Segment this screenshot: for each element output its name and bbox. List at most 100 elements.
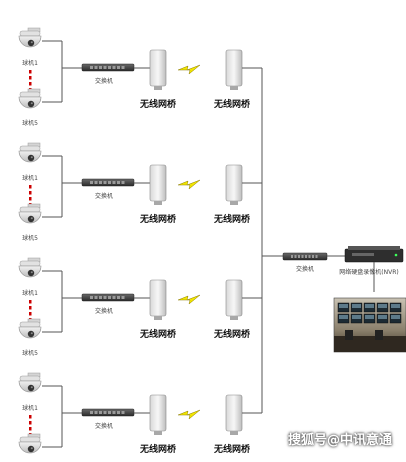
bridge-base xyxy=(154,431,162,435)
switch-port xyxy=(112,296,116,299)
link-dot xyxy=(29,70,32,74)
bridge-right-icon xyxy=(225,49,243,90)
bridge-base xyxy=(230,431,238,435)
group-3: 球机1球机5交换机无线网桥无线网桥 xyxy=(18,257,262,357)
switch-port xyxy=(315,255,318,258)
bridge-base xyxy=(230,201,238,205)
core-switch-icon xyxy=(282,252,328,261)
camera-housing xyxy=(19,30,41,37)
bridge-left-icon xyxy=(149,394,167,435)
switch-port xyxy=(117,411,120,414)
switch-label: 交换机 xyxy=(95,422,113,430)
bridge-left-icon xyxy=(149,49,167,90)
camera-lens-glint xyxy=(30,386,33,389)
room-operator xyxy=(375,330,383,340)
camera-bottom-icon xyxy=(18,433,42,454)
link-dot xyxy=(29,197,32,201)
switch-port xyxy=(94,66,98,69)
link-dot xyxy=(29,191,32,195)
bridge-left-label: 无线网桥 xyxy=(139,328,177,340)
switch-port xyxy=(291,255,293,258)
switch-icon xyxy=(81,293,135,302)
nvr-label: 网络硬盘录像机(NVR) xyxy=(339,268,398,276)
switch-port xyxy=(117,181,120,184)
switch-port xyxy=(117,296,120,299)
core-switch-label: 交换机 xyxy=(296,265,314,273)
camera-housing xyxy=(19,375,41,382)
camera-top-label: 球机1 xyxy=(22,174,38,182)
camera-top-icon xyxy=(18,372,42,393)
camera-lens xyxy=(27,330,35,338)
camera-lens xyxy=(27,269,35,277)
bridge-panel xyxy=(225,164,243,202)
switch-port xyxy=(94,411,98,414)
camera-housing xyxy=(19,260,41,267)
camera-lens xyxy=(27,384,35,392)
switch-port xyxy=(108,411,111,414)
link-dot xyxy=(29,82,32,86)
link-dot xyxy=(29,300,32,304)
group-2: 球机1球机5交换机无线网桥无线网桥 xyxy=(18,142,262,242)
bridge-panel xyxy=(225,279,243,317)
camera-bottom-label: 球机5 xyxy=(22,349,38,357)
camera-lens xyxy=(27,39,35,47)
switch-icon xyxy=(81,63,135,72)
camera-top-icon xyxy=(18,27,42,48)
camera-lens xyxy=(27,100,35,108)
switch-port xyxy=(94,296,98,299)
switch-port xyxy=(305,255,307,258)
camera-top-label: 球机1 xyxy=(22,59,38,67)
room-monitor-feed xyxy=(378,315,387,319)
bridge-right-label: 无线网桥 xyxy=(213,443,251,455)
bridge-base xyxy=(230,316,238,320)
camera-bottom-label: 球机5 xyxy=(22,119,38,127)
room-monitor-feed xyxy=(365,304,374,308)
link-dot xyxy=(29,421,32,425)
bridge-base xyxy=(154,201,162,205)
bridge-left-icon xyxy=(149,279,167,320)
room-desk xyxy=(334,336,406,352)
monitoring-room-image xyxy=(333,297,406,353)
camera-bottom-icon xyxy=(18,88,42,109)
switch-port xyxy=(99,296,102,299)
switch-port xyxy=(308,255,311,258)
bridge-panel xyxy=(149,394,167,432)
bridge-panel xyxy=(149,164,167,202)
switch-port xyxy=(99,181,102,184)
camera-bottom-label: 球机5 xyxy=(22,234,38,242)
camera-lens-glint xyxy=(30,332,33,335)
switch-icon xyxy=(81,178,135,187)
camera-lens-glint xyxy=(30,102,33,105)
switch-port xyxy=(112,66,116,69)
camera-top-icon xyxy=(18,142,42,163)
link-dot xyxy=(29,427,32,431)
bridge-base xyxy=(154,316,162,320)
room-monitor-feed xyxy=(378,304,387,308)
bridge-left-label: 无线网桥 xyxy=(139,98,177,110)
room-monitor-feed xyxy=(352,315,361,319)
nvr-bay xyxy=(352,253,374,256)
camera-housing xyxy=(19,321,41,328)
bridge-base xyxy=(230,86,238,90)
wireless-link-icon xyxy=(177,294,201,305)
switch-port xyxy=(94,181,98,184)
link-dot xyxy=(29,306,32,310)
room-monitor-feed xyxy=(365,315,374,319)
link-dot xyxy=(29,185,32,189)
bridge-right-icon xyxy=(225,164,243,205)
switch-port xyxy=(103,411,107,414)
bridge-left-label: 无线网桥 xyxy=(139,443,177,455)
camera-top-label: 球机1 xyxy=(22,404,38,412)
room-monitor-feed xyxy=(352,304,361,308)
nvr-led xyxy=(394,253,398,257)
room-monitor-feed xyxy=(339,315,348,319)
bridge-right-icon xyxy=(225,394,243,435)
link-dot xyxy=(29,76,32,80)
nvr-icon xyxy=(344,246,404,263)
bridge-panel xyxy=(225,394,243,432)
camera-lens-glint xyxy=(30,156,33,159)
group-1: 球机1球机5交换机无线网桥无线网桥 xyxy=(18,27,262,127)
switch-port xyxy=(103,181,107,184)
